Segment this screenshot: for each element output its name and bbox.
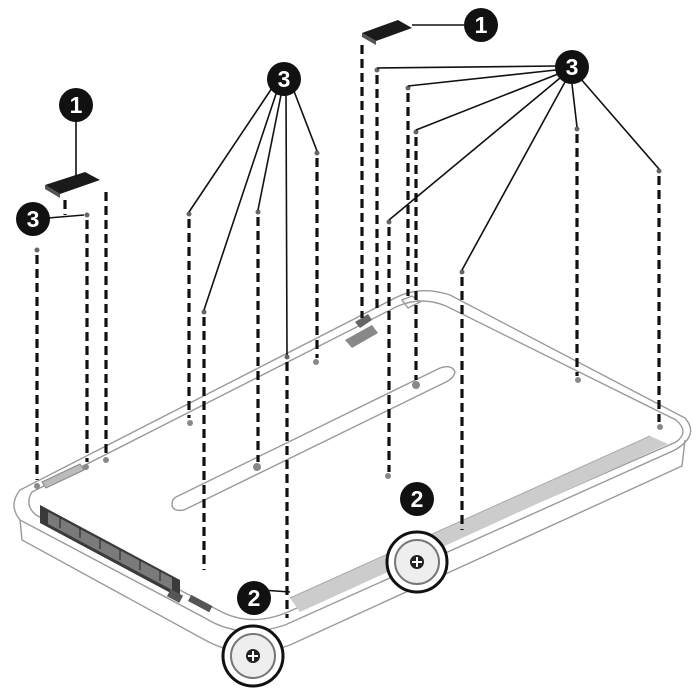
computer-base bbox=[13, 290, 692, 654]
callout-1-right: 1 bbox=[464, 8, 498, 42]
leader-lines bbox=[47, 24, 660, 593]
front-vent-strip bbox=[290, 436, 668, 612]
callout-3-left-label: 3 bbox=[27, 206, 40, 232]
screw-head-icon bbox=[410, 555, 424, 569]
screw-removal-lines bbox=[35, 45, 661, 618]
callout-2-upper: 2 bbox=[400, 482, 434, 516]
callout-2-upper-label: 2 bbox=[411, 486, 424, 512]
callout-3-left: 3 bbox=[16, 202, 50, 236]
left-foot-strip bbox=[41, 463, 85, 489]
left-side-vent bbox=[40, 505, 180, 598]
rubber-pad-icon bbox=[45, 172, 100, 194]
callout-3-right-label: 3 bbox=[566, 54, 579, 80]
callout-3-middle-label: 3 bbox=[278, 66, 291, 92]
base-outer-outline bbox=[13, 290, 692, 632]
base-long-slot bbox=[171, 365, 456, 512]
callout-1-left: 1 bbox=[59, 88, 93, 122]
screw-hole-markers bbox=[34, 359, 663, 489]
callout-1-right-label: 1 bbox=[475, 12, 488, 38]
callout-3-right: 3 bbox=[555, 50, 589, 84]
hinge-bracket bbox=[345, 295, 422, 348]
callout-2-lower-label: 2 bbox=[248, 585, 261, 611]
rubber-pad-right bbox=[362, 20, 412, 45]
screw-head-icon bbox=[246, 649, 260, 663]
callout-2-lower: 2 bbox=[237, 581, 271, 615]
callout-3-middle: 3 bbox=[267, 62, 301, 96]
rubber-pad-icon bbox=[362, 20, 412, 41]
rubber-foot-lower bbox=[221, 624, 285, 688]
callout-1-left-label: 1 bbox=[70, 92, 83, 118]
rubber-pad-left bbox=[45, 172, 100, 198]
screw-heads bbox=[34, 67, 662, 360]
side-port bbox=[166, 589, 213, 613]
vent-strip-edge bbox=[289, 435, 651, 599]
rubber-foot-upper bbox=[385, 530, 449, 594]
